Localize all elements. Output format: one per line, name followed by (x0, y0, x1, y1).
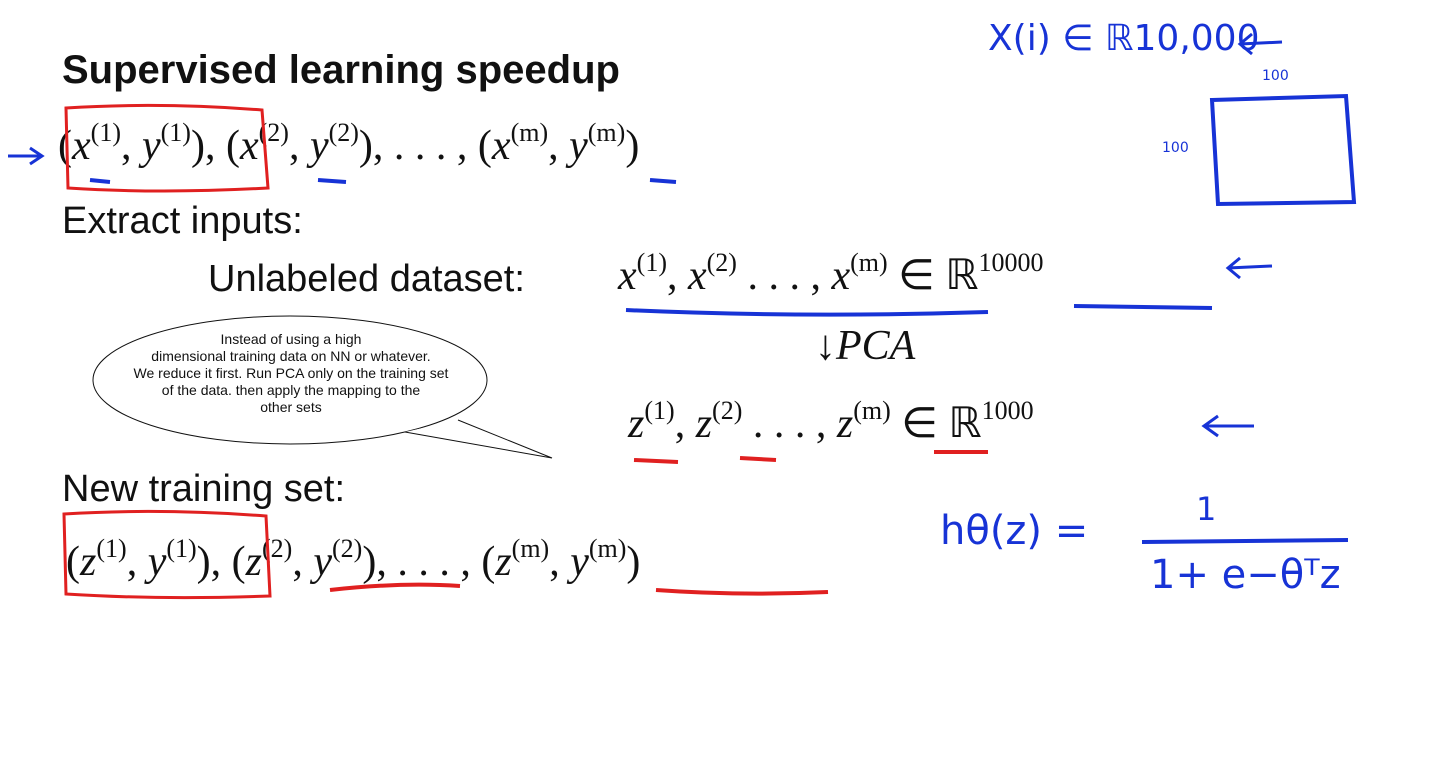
element-of-symbol-2: ∈ (901, 401, 938, 447)
reduced-set-math: z(1), z(2) . . . , z(m) ∈ ℝ1000 (628, 396, 1034, 447)
nsupmb: (m) (588, 534, 627, 563)
feature-dimension-note: X(i) ∈ ℝ10,000 (988, 18, 1260, 59)
usupm: (m) (850, 248, 888, 277)
pca-label: PCA (836, 323, 916, 369)
callout-tail (404, 419, 553, 459)
fraction-bar (1141, 538, 1349, 544)
dim-1000: 1000 (981, 396, 1034, 425)
r10000-underline (1073, 304, 1213, 310)
box-height-label: 100 (1162, 140, 1189, 156)
ny1: y (147, 539, 167, 585)
dataset-underline (625, 308, 989, 317)
reals-symbol-2: ℝ (948, 401, 982, 447)
extract-inputs-label: Extract inputs: (62, 200, 303, 242)
callout-line-4: of the data. then apply the mapping to t… (161, 382, 421, 398)
element-of-symbol: ∈ (898, 253, 935, 299)
ux1: x (618, 253, 637, 299)
y-symbol: y (141, 123, 161, 169)
sup-mb: (m) (587, 118, 626, 147)
new-training-set-row: (z(1), y(1)), (z(2), y(2)), . . . , (z(m… (66, 534, 641, 585)
new-set-underlines (329, 582, 829, 596)
down-arrow-icon: ↓ (815, 323, 836, 369)
arrow-left-icon-2 (1201, 414, 1254, 438)
pca-arrow: ↓PCA (815, 322, 915, 370)
image-square (1209, 93, 1357, 207)
usup2: (2) (706, 248, 737, 277)
x-symbol-m: x (491, 123, 511, 169)
usup1: (1) (636, 248, 667, 277)
callout-text: Instead of using a high dimensional trai… (96, 331, 486, 416)
zsup1: (1) (644, 396, 675, 425)
hypothesis-lhs: hθ(z) = (940, 508, 1089, 554)
nsup1b: (1) (166, 534, 197, 563)
arrow-left-icon-1 (1225, 256, 1273, 280)
red-box-first-example (64, 103, 270, 193)
z-underlines (633, 450, 988, 464)
nsup2b: (2) (332, 534, 363, 563)
arrow-left-icon-3 (1237, 32, 1283, 56)
red-box-first-new-example (62, 509, 272, 600)
unlabeled-dataset-label: Unlabeled dataset: (208, 258, 525, 300)
uxm: x (831, 253, 851, 299)
hypothesis-denominator: 1+ e−θᵀz (1150, 552, 1341, 598)
new-training-set-label: New training set: (62, 468, 346, 510)
x-symbol: x (72, 123, 91, 169)
nsup1: (1) (96, 534, 127, 563)
x-underlines (89, 178, 677, 184)
slide-title: Supervised learning speedup (62, 48, 620, 92)
nym: y (570, 539, 589, 585)
callout-line-5: other sets (260, 399, 322, 415)
callout-line-1: Instead of using a high (220, 331, 362, 347)
callout-line-2: dimensional training data on NN or whate… (151, 348, 431, 364)
x-symbol-2: x (239, 123, 259, 169)
training-set-row: (x(1), y(1)), (x(2), y(2)), . . . , (x(m… (58, 118, 640, 169)
box-width-label: 100 (1262, 68, 1289, 84)
ny2: y (313, 539, 332, 585)
reals-symbol: ℝ (945, 253, 979, 299)
arrow-right-icon (8, 146, 45, 166)
unlabeled-set-math: x(1), x(2) . . . , x(m) ∈ ℝ10000 (618, 248, 1044, 299)
hypothesis-numerator: 1 (1196, 490, 1217, 528)
sup-1b: (1) (160, 118, 191, 147)
y-symbol-2: y (309, 123, 329, 169)
dim-10000: 10000 (978, 248, 1044, 277)
sup-m: (m) (510, 118, 549, 147)
sup-2b: (2) (328, 118, 359, 147)
ux2: x (687, 253, 707, 299)
zsupm: (m) (853, 396, 891, 425)
callout-line-3: We reduce it first. Run PCA only on the … (133, 365, 449, 381)
zsup2: (2) (712, 396, 743, 425)
nsupm: (m) (511, 534, 550, 563)
y-symbol-m: y (569, 123, 588, 169)
sup-1: (1) (90, 118, 121, 147)
